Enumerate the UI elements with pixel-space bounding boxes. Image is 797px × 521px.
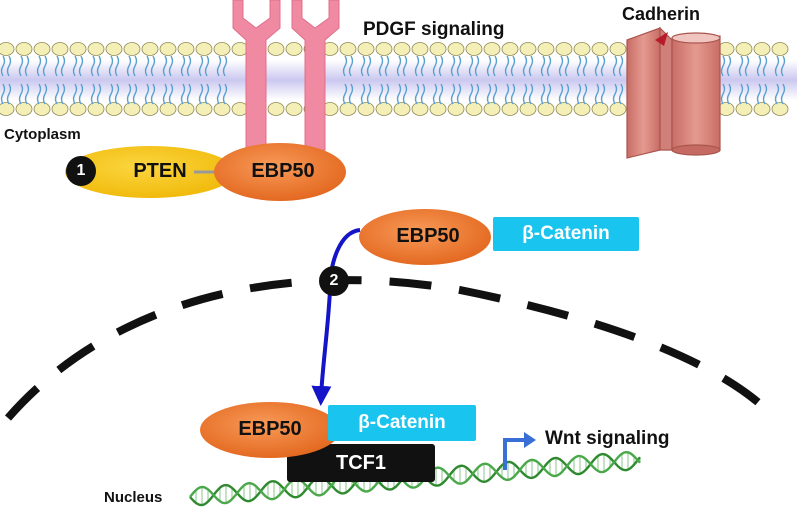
tcf1-box (287, 444, 435, 482)
pdgf-receptor (232, 0, 340, 151)
cadherin-protein (626, 26, 721, 159)
ebp50-label-membrane: EBP50 (251, 160, 315, 182)
ebp50-oval-membrane (214, 143, 346, 201)
beta-catenin-box-cytoplasm: β-Catenin (493, 217, 639, 251)
promoter-arrow (503, 438, 527, 470)
beta-catenin-box-nucleus: β-Catenin (328, 405, 476, 441)
tcf1-label: TCF1 (336, 452, 386, 474)
step-2-badge: 2 (319, 266, 349, 296)
nuclear-envelope (4, 276, 778, 421)
pten-label: PTEN (133, 160, 187, 182)
nucleus-label: Nucleus (104, 489, 163, 506)
step-1-badge: 1 (66, 156, 96, 186)
wnt-signaling-label: Wnt signaling (545, 428, 670, 449)
pdgf-signaling-label: PDGF signaling (363, 19, 505, 40)
cadherin-label: Cadherin (622, 4, 701, 24)
translocation-arrow (311, 228, 361, 406)
pten-oval (65, 146, 235, 198)
cytoplasm-label: Cytoplasm (4, 126, 81, 143)
ebp50-oval-cytoplasm (359, 209, 491, 265)
ebp50-label-nucleus: EBP50 (238, 418, 302, 440)
promoter-arrow-head (524, 432, 536, 448)
ebp50-label-cytoplasm: EBP50 (396, 225, 460, 247)
ebp50-oval-nucleus (200, 402, 340, 458)
